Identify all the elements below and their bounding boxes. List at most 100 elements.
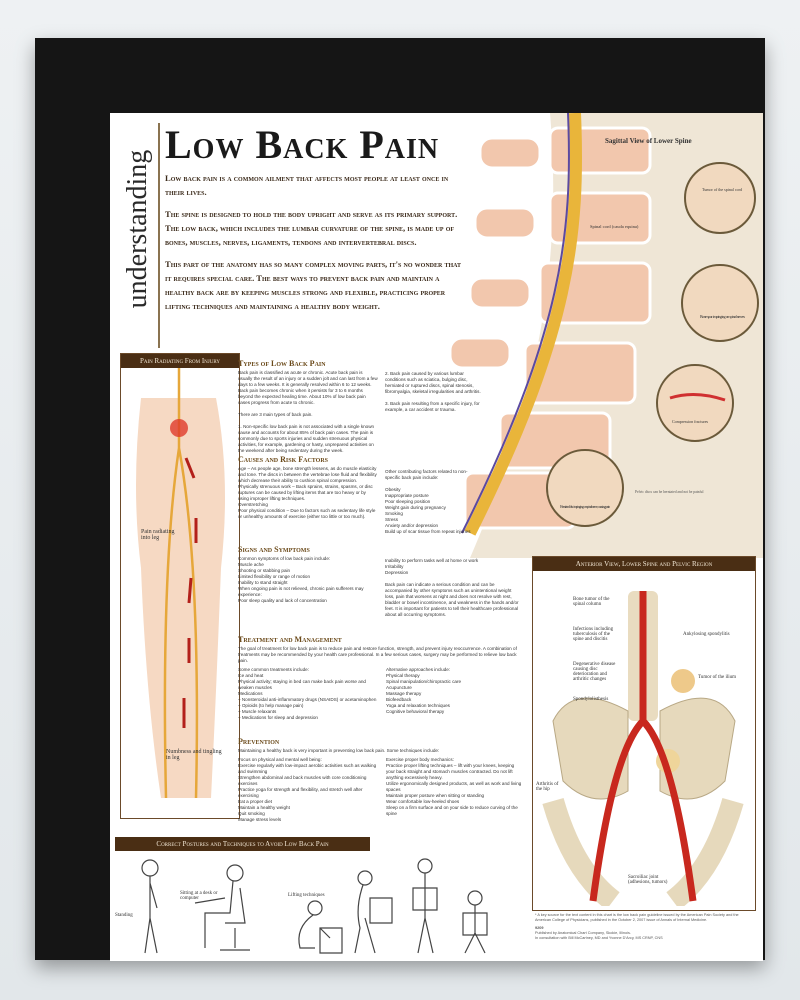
label-arthritis-hip: Arthritis of the hip: [536, 782, 559, 792]
label-tumor: Tumor of the spinal cord: [702, 187, 742, 192]
postures-illustration: [141, 858, 488, 954]
signs-item: Poor sleep quality and lack of concentra…: [238, 598, 327, 603]
footer: * A key source for the text content in t…: [535, 913, 755, 941]
other-item: Obesity: [385, 487, 401, 492]
other-factors: Other contributing factors related to no…: [385, 469, 475, 535]
consultants: In consultation with Bill McCartney, MD …: [535, 936, 663, 940]
treatment-alt-intro: Alternative approaches include:: [386, 667, 451, 672]
causes-heading: Causes and Risk Factors: [238, 455, 329, 464]
prevention-section: Prevention Maintaining a healthy back is…: [238, 735, 523, 823]
prevention-item: Practice proper lifting techniques – lif…: [386, 763, 515, 780]
signs-warning: Back pain can indicate a serious conditi…: [385, 582, 519, 617]
treatment-item: Physical activity; staying in bed can ma…: [238, 679, 366, 690]
poster: understanding Low Back Pain Low back pai…: [110, 113, 763, 961]
treatment-alt-item: Acupuncture: [386, 685, 412, 690]
signs-item: Irritability: [385, 564, 404, 569]
treatment-common-intro: Some common treatments include:: [238, 667, 309, 672]
label-numbness: Numbness and tingling in leg: [166, 749, 222, 761]
signs-item: Depression: [385, 570, 409, 575]
prevention-item: Manage stress levels: [238, 817, 282, 822]
treatment-item: – Nonsteroidal anti-inflammatory drugs (…: [238, 697, 377, 702]
pelvis-illustration: [542, 591, 744, 910]
other-item: Inappropriate posture: [385, 493, 429, 498]
sagittal-title: Sagittal View of Lower Spine: [605, 137, 692, 145]
types-item: 1. Non-specific low back pain is not ass…: [238, 424, 375, 453]
treatment-item: – Muscle relaxants: [238, 709, 277, 714]
kicker: understanding: [122, 149, 153, 309]
label-ankylosing: Ankylosing spondylitis: [683, 632, 730, 637]
causes-item: Overstretching: [238, 502, 268, 507]
sagittal-spine-illustration: Sagittal View of Lower Spine Spinal cord…: [448, 113, 763, 558]
label-bone-spur: Bone spur impinging on spinal nerves: [700, 314, 745, 319]
signs-item: Shooting or stabbing pain: [238, 568, 291, 573]
treatment-item: Medications: [238, 691, 263, 696]
prevention-left-intro: Focus on physical and mental well being:: [238, 757, 322, 762]
other-item: Anxiety and/or depression: [385, 523, 439, 528]
pain-radiating-panel: Pain Radiating From Injury Pain radiatin…: [120, 353, 240, 819]
treatment-heading: Treatment and Management: [238, 635, 342, 644]
postures-title: Correct Postures and Techniques to Avoid…: [115, 837, 370, 851]
other-item: Smoking: [385, 511, 403, 516]
prevention-item: Quit smoking: [238, 811, 265, 816]
treatment-body: The goal of treatment for low back pain …: [238, 646, 517, 663]
signs-intro: Common symptoms of low back pain include…: [238, 556, 331, 561]
signs-item: Inability to perform tasks well at home …: [385, 558, 479, 563]
signs-section-cont: Inability to perform tasks well at home …: [385, 558, 520, 618]
label-spondylolisthesis: Spondylolisthesis: [573, 697, 609, 702]
treatment-alt-item: Spinal manipulation/chiropractic care: [386, 679, 462, 684]
prevention-item: Strengthen abdominal and back muscles wi…: [238, 775, 367, 786]
label-infections: Infections including tuberculosis of the…: [573, 627, 614, 642]
types-section: Types of Low Back Pain Back pain is clas…: [238, 357, 378, 454]
treatment-alt-item: Cognitive behavioral therapy: [386, 709, 445, 714]
prevention-item: Maintain proper posture when sitting or …: [386, 793, 485, 798]
picture-frame: understanding Low Back Pain Low back pai…: [35, 38, 765, 961]
label-pain-radiating: Pain radiating into leg: [141, 529, 175, 541]
signs-item: Muscle ache: [238, 562, 264, 567]
signs-section: Signs and Symptoms Common symptoms of lo…: [238, 543, 378, 604]
prevention-item: Sleep on a firm surface and on your side…: [386, 805, 518, 816]
types-item: 2. Back pain caused by various lumbar co…: [385, 371, 481, 394]
signs-heading: Signs and Symptoms: [238, 545, 310, 554]
causes-item: Poor physical condition – Due to factors…: [238, 508, 376, 519]
label-pelvic-discs: Pelvic discs can be herniated and not be…: [635, 490, 703, 494]
types-heading: Types of Low Back Pain: [238, 359, 326, 368]
causes-item: Age – As people age, bone strength lesse…: [238, 466, 377, 483]
treatment-item: – Opioids (to help manage pain): [238, 703, 304, 708]
prevention-item: Exercise regularly with low-impact aerob…: [238, 763, 377, 774]
label-bone-tumor: Bone tumor of the spinal column: [573, 597, 610, 607]
other-item: Weight gain during pregnancy: [385, 505, 446, 510]
intro-p1: Low back pain is a common ailment that a…: [165, 173, 449, 197]
signs-item: Limited flexibility or range of motion: [238, 574, 311, 579]
types-body: Back pain is classified as acute or chro…: [238, 370, 378, 405]
label-sitting: Sitting at a desk or computer: [180, 891, 218, 901]
label-sacroiliac: Sacroiliac joint (adhesions, tumors): [628, 875, 668, 885]
causes-item: Physically strenuous work – Back sprains…: [238, 484, 373, 501]
label-spinal-cord: Spinal cord (cauda equina): [590, 224, 639, 229]
treatment-alt-item: Physical therapy: [386, 673, 420, 678]
other-item: Poor sleeping position: [385, 499, 431, 504]
leg-nerve-illustration: [136, 368, 225, 799]
product-code: 9209: [535, 926, 544, 930]
label-herniated: Herniated disc impinging on spinal nerve…: [560, 505, 610, 510]
publisher: Published by Anatomical Chart Company, S…: [535, 931, 631, 935]
prevention-item: Maintain a healthy weight: [238, 805, 290, 810]
prevention-heading: Prevention: [238, 737, 280, 746]
label-tumor-ilium: Tumor of the ilium: [698, 675, 737, 680]
types-item: 3. Back pain resulting from a specific i…: [385, 401, 480, 412]
anterior-view-panel: Anterior View, Lower Spine and Pelvic Re…: [532, 556, 756, 911]
label-compression: Compression fractures: [672, 419, 709, 424]
signs-chronic: When ongoing pain is not relieved, chron…: [238, 586, 364, 597]
poster-title: Low Back Pain: [165, 122, 440, 167]
prevention-item: Eat a proper diet: [238, 799, 272, 804]
signs-item: Inability to stand straight: [238, 580, 288, 585]
prevention-item: Practice yoga for strength and flexibili…: [238, 787, 363, 798]
prevention-right-intro: Exercise proper body mechanics:: [386, 757, 454, 762]
causes-section: Causes and Risk Factors Age – As people …: [238, 453, 378, 520]
treatment-alt-item: Massage therapy: [386, 691, 422, 696]
intro-p2: The spine is designed to hold the body u…: [165, 209, 458, 247]
treatment-alt-item: Yoga and relaxation techniques: [386, 703, 450, 708]
intro-p3: This part of the anatomy has so many com…: [165, 259, 462, 311]
treatment-item: Ice and heat: [238, 673, 264, 678]
panel-title: Pain Radiating From Injury: [121, 354, 239, 368]
label-standing: Standing: [115, 913, 133, 918]
